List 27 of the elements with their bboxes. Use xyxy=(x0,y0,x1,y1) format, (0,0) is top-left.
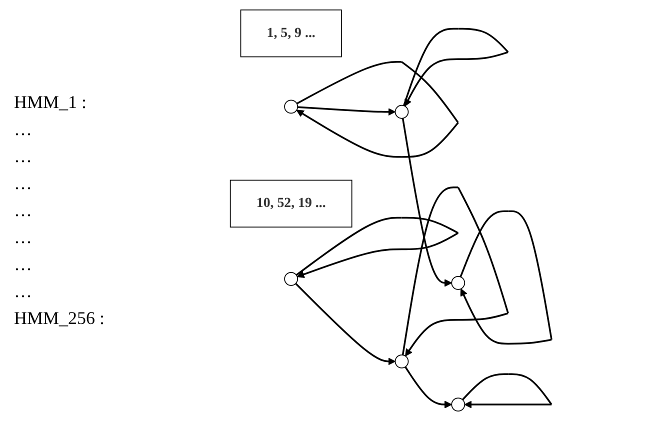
node-circle xyxy=(451,398,466,412)
node-circle xyxy=(394,104,409,119)
text-label: … xyxy=(14,254,33,275)
text-label: … xyxy=(14,281,33,302)
text-label: … xyxy=(14,200,33,221)
text-label: … xyxy=(14,227,33,248)
node-circle xyxy=(284,272,298,286)
node-circle xyxy=(284,100,298,114)
arrow xyxy=(295,282,396,366)
arrow xyxy=(402,186,509,356)
node-box: 10, 52, 19 ... xyxy=(230,180,352,228)
text-label: HMM_256 : xyxy=(14,308,106,329)
text-label: HMM_1 : xyxy=(14,92,88,113)
arrow xyxy=(298,106,396,116)
text-label: … xyxy=(14,146,33,167)
arrow xyxy=(462,373,552,408)
node-circle xyxy=(394,354,409,368)
text-label: … xyxy=(14,173,33,194)
node-circle xyxy=(451,276,466,290)
arrow xyxy=(403,28,509,106)
arrow xyxy=(460,210,552,345)
node-box: 1, 5, 9 ... xyxy=(240,10,342,58)
arrow xyxy=(296,216,459,278)
text-label: … xyxy=(14,119,33,140)
arrow xyxy=(404,366,452,408)
arrow xyxy=(296,61,459,158)
arrow xyxy=(402,118,452,287)
